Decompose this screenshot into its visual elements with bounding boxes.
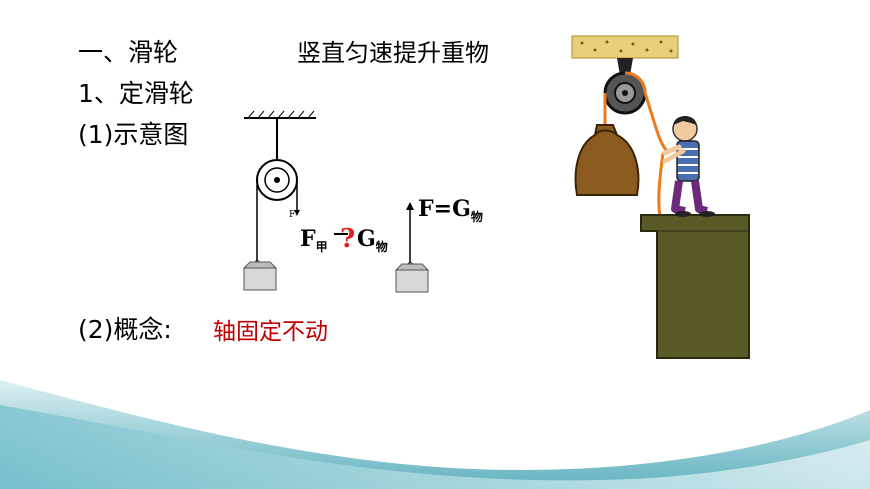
- slide-heading: 一、滑轮: [78, 38, 179, 67]
- fixed-pulley-diagram: [242, 110, 316, 291]
- eq2-weight: G: [452, 196, 471, 222]
- eq2-force: F: [418, 196, 434, 222]
- eq2-weight-subscript: 物: [470, 210, 483, 224]
- pulley-illustration: [537, 33, 785, 363]
- question-mark: ?: [340, 224, 356, 254]
- eq2-equals: =: [433, 196, 453, 222]
- eq1-weight-letter: G: [357, 226, 376, 252]
- weight-force-diagram: [394, 202, 430, 293]
- section-title: 1、定滑轮: [78, 79, 194, 108]
- force-equation-unknown: F甲: [300, 226, 328, 254]
- force-label-small: F: [289, 210, 296, 220]
- eq1-weight: G物: [357, 226, 388, 254]
- eq1-weight-subscript: 物: [375, 240, 388, 254]
- item-concept-value: 轴固定不动: [213, 319, 328, 345]
- item-diagram-title: (1)示意图: [78, 120, 189, 149]
- item-concept-label: (2)概念:: [78, 315, 172, 344]
- slide-subtitle: 竖直匀速提升重物: [297, 39, 489, 67]
- force-equation-equal: F=G物: [418, 196, 483, 224]
- eq1-dash: [334, 233, 348, 235]
- eq1-force-subscript: 甲: [315, 240, 328, 254]
- eq1-force: F: [300, 226, 316, 252]
